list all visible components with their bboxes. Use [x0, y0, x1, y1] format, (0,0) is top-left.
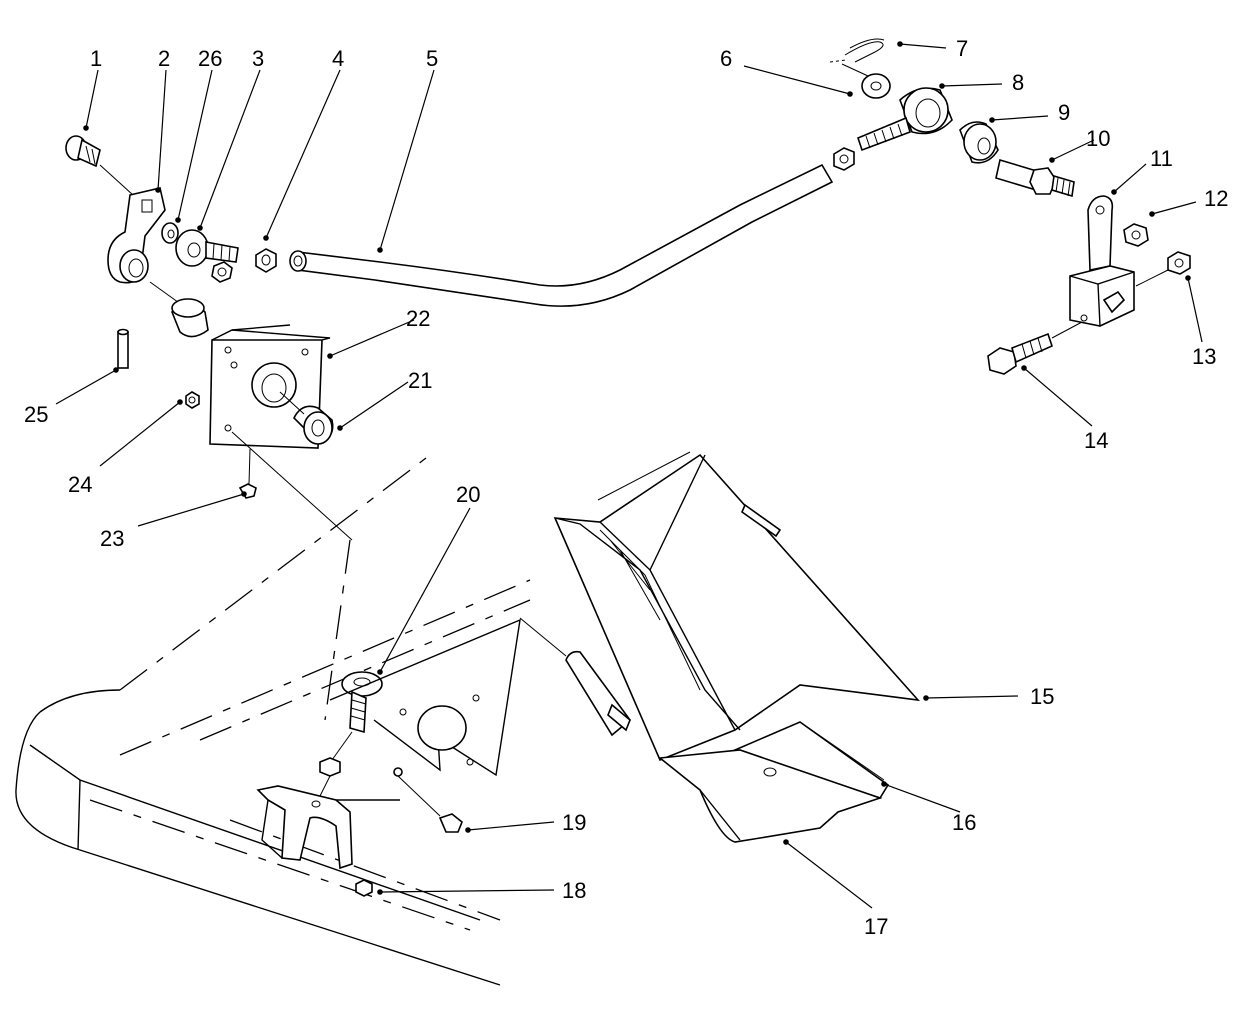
callout-labels: 1 2 26 3 4 5 6 7 8 9 10 11 12 13 14 15 1…	[24, 36, 1228, 939]
callout-10: 10	[1086, 126, 1110, 151]
callout-2: 2	[158, 46, 170, 71]
link-arm-part-11	[1087, 195, 1114, 271]
bushing-upper	[171, 298, 209, 338]
callout-24: 24	[68, 472, 92, 497]
bracket-part-2	[107, 187, 166, 284]
callout-26: 26	[198, 46, 222, 71]
callout-13: 13	[1192, 344, 1216, 369]
callout-16: 16	[952, 810, 976, 835]
leader-lines	[55, 43, 1203, 909]
bracket-saddle	[256, 785, 400, 870]
nut-part-13	[1167, 251, 1191, 275]
washer-part-26	[161, 222, 179, 244]
rod-end-part-8	[857, 87, 953, 152]
callout-22: 22	[406, 306, 430, 331]
callout-17: 17	[864, 914, 888, 939]
callout-11: 11	[1150, 146, 1173, 171]
bolt-part-14	[987, 332, 1053, 375]
nut-part-18	[355, 879, 373, 897]
callout-12: 12	[1204, 186, 1228, 211]
hood-panel-outline	[15, 454, 531, 986]
pedal-shaft	[519, 617, 632, 737]
nut-part-24	[185, 391, 200, 409]
block-part-11	[1069, 265, 1135, 327]
callout-9: 9	[1058, 100, 1070, 125]
washer-part-6	[861, 73, 891, 99]
spacer-part-9	[959, 121, 999, 164]
callout-4: 4	[332, 46, 344, 71]
callout-18: 18	[562, 878, 586, 903]
callout-8: 8	[1012, 70, 1024, 95]
nut-part-12	[1123, 223, 1149, 247]
leader-dots	[83, 41, 1191, 895]
callout-25: 25	[24, 402, 48, 427]
callout-21: 21	[408, 368, 432, 393]
callout-19: 19	[562, 810, 586, 835]
pedal-cover-part-15	[553, 451, 921, 762]
nut-under-rod-end	[211, 261, 233, 283]
bolt-part-19	[438, 813, 463, 833]
callout-20: 20	[456, 482, 480, 507]
rod-part-5	[289, 163, 834, 307]
callout-15: 15	[1030, 684, 1054, 709]
callout-23: 23	[100, 526, 124, 551]
callout-1: 1	[90, 46, 102, 71]
callout-3: 3	[252, 46, 264, 71]
washer-lower	[393, 767, 403, 777]
bolt-part-10	[995, 158, 1075, 198]
screw-part-23	[238, 448, 257, 499]
cotter-pin-part-7	[829, 38, 885, 63]
nut-lower	[319, 757, 341, 777]
callout-5: 5	[426, 46, 438, 71]
callout-6: 6	[720, 46, 732, 71]
nut-on-rod	[833, 147, 855, 171]
nut-part-4	[255, 248, 277, 273]
pin-part-25	[117, 328, 129, 369]
bolt-part-1	[65, 135, 101, 168]
rod-end-part-3	[175, 229, 239, 267]
callout-7: 7	[956, 36, 968, 61]
bracket-plate-lower	[329, 618, 521, 777]
bushing-part-21	[293, 405, 334, 445]
pedal-footplate-part-17	[657, 749, 883, 843]
callout-14: 14	[1084, 428, 1108, 453]
